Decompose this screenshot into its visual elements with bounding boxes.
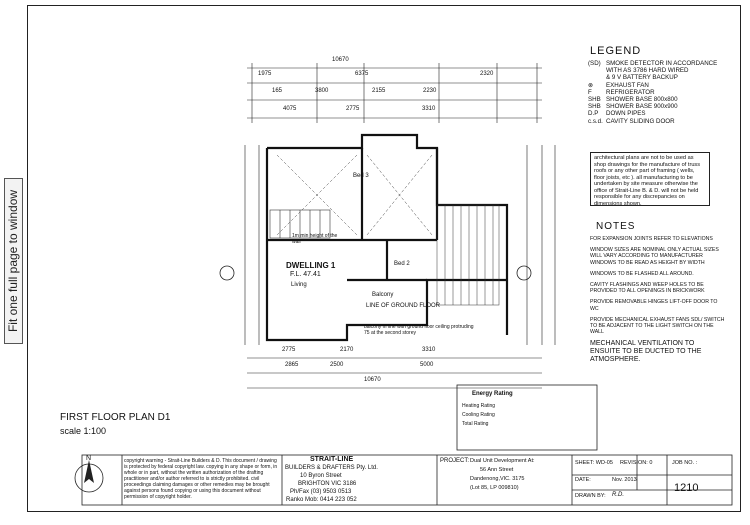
dim-bottom-5: 2500 (330, 362, 344, 368)
dim-bottom-total: 10670 (364, 377, 381, 383)
dim-mid-2: 3800 (315, 88, 329, 94)
dim-mid-3: 2155 (372, 88, 386, 94)
note-item: PROVIDE MECHANICAL EXHAUST FANS SDL/ SWI… (590, 316, 725, 336)
copyright-warning: copyright warning - Strait-Line Builders… (124, 458, 278, 500)
dim-bottom-1: 2775 (282, 347, 296, 353)
drawn-label: DRAWN BY: (575, 493, 606, 499)
balcony-note: balcony in line with ground floor ceilin… (364, 324, 474, 336)
ventilation-note: MECHANICAL VENTILATION TO ENSUITE TO BE … (590, 340, 702, 364)
company-mobile: Ranko Mob: 0414 223 052 (286, 497, 357, 503)
dim-bottom-4: 2865 (285, 362, 299, 368)
drawing-sheet (27, 5, 741, 512)
dim-top-2: 6375 (355, 71, 369, 77)
note-item: WINDOW SIZES ARE NOMINAL ONLY ACTUAL SIZ… (590, 247, 719, 266)
plan-scale: scale 1:100 (60, 426, 107, 436)
dim-top-total: 10670 (332, 57, 349, 63)
note-item: PROVIDE REMOVABLE HINGES LIFT-OFF DOOR T… (590, 299, 718, 312)
legend-list: (SD)SMOKE DETECTOR IN ACCORDANCE WITH AS… (588, 60, 717, 125)
project-line3: Dandenong,VIC. 3175 (470, 476, 525, 482)
fit-page-button[interactable]: Fit one full page to window (4, 178, 23, 344)
note-item: FOR EXPANSION JOINTS REFER TO ELEVATIONS (590, 236, 713, 242)
legend-row: & 9 V BATTERY BACKUP (606, 74, 678, 82)
notes-title: NOTES (596, 221, 636, 232)
bed2-label: Bed 2 (394, 261, 410, 267)
dim-top-3: 2320 (480, 71, 494, 77)
project-line1: Dual Unit Development At: (470, 458, 535, 464)
company-full: BUILDERS & DRAFTERS Pty. Ltd. (285, 465, 378, 471)
drawn-by: R.D. (612, 492, 624, 498)
notes-list: FOR EXPANSION JOINTS REFER TO ELEVATIONS… (590, 236, 725, 369)
legend-row: c.s.d.CAVITY SLIDING DOOR (588, 117, 675, 125)
sheet-number: SHEET: WD-05 (575, 460, 613, 466)
dim-bottom-3: 3310 (422, 347, 436, 353)
legend-title: LEGEND (590, 45, 642, 57)
ground-floor-line-label: LINE OF GROUND FLOOR (366, 303, 441, 309)
plan-title: FIRST FLOOR PLAN D1 (60, 412, 171, 423)
floor-level-label: F.L. 47.41 (290, 271, 321, 278)
north-label: N (86, 455, 92, 462)
dwelling-label: DWELLING 1 (286, 261, 336, 270)
note-item: CAVITY FLASHINGS AND WEEP HOLES TO BE PR… (590, 282, 705, 295)
project-line4: (Lot 85, LP 009810) (470, 485, 519, 491)
energy-title: Energy Rating (472, 391, 513, 397)
bed3-label: Bed 3 (353, 173, 369, 179)
company-address2: BRIGHTON VIC 3186 (298, 481, 357, 487)
legend-row: WITH AS 3786 HARD WIRED (606, 67, 689, 75)
dim-bottom-2: 2170 (340, 347, 354, 353)
legend-row: (SD)SMOKE DETECTOR IN ACCORDANCE (588, 60, 718, 67)
company-phone: Ph/Fax (03) 9503 0513 (290, 489, 352, 495)
balcony-label: Balcony (372, 292, 394, 298)
dim-top-1: 1975 (258, 71, 272, 77)
architectural-note: architectural plans are not to be used a… (590, 152, 710, 207)
legend-row: ⊗EXHAUST FAN (588, 81, 649, 89)
date-label: DATE: (575, 477, 591, 483)
date-value: Nov. 2013 (612, 477, 637, 483)
dim-low-3: 3310 (422, 106, 436, 112)
ceiling-note: 1m min height of the wall (292, 233, 338, 245)
dim-low-1: 4075 (283, 106, 297, 112)
project-label: PROJECT: (440, 458, 470, 464)
job-no-label: JOB NO. : (672, 460, 698, 466)
fit-page-label: Fit one full page to window (6, 189, 21, 333)
dim-low-2: 2775 (346, 106, 360, 112)
company-name: STRAIT-LINE (310, 456, 354, 463)
dim-mid-4: 2230 (423, 88, 437, 94)
project-line2: 56 Ann Street (480, 467, 514, 473)
note-item: WINDOWS TO BE FLASHED ALL AROUND. (590, 270, 694, 277)
dim-bottom-6: 5000 (420, 362, 434, 368)
floor-plan-drawing (74, 63, 733, 506)
job-number: 1210 (674, 482, 699, 494)
energy-lines: Heating Rating Cooling Rating Total Rati… (462, 403, 496, 427)
company-address1: 10 Byron Street (300, 473, 342, 479)
living-label: Living (291, 282, 307, 288)
revision: REVISION: 0 (620, 460, 653, 466)
dim-mid-1: 165 (272, 88, 283, 94)
